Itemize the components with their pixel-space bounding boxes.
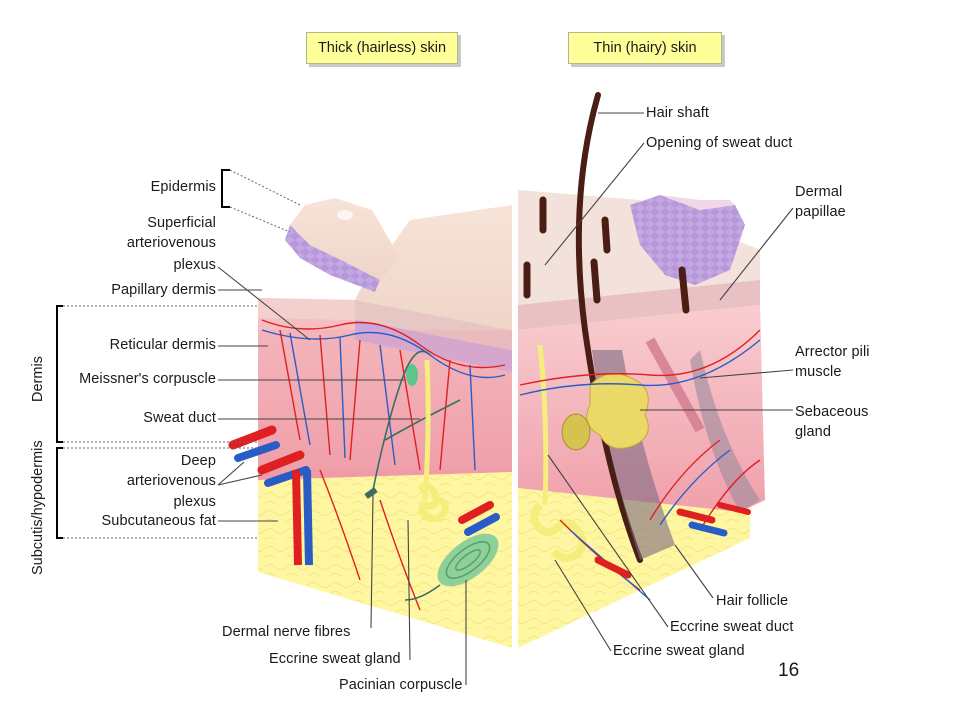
label-superficial-1: Superficial: [147, 215, 216, 231]
meissner-corpuscle: [406, 364, 418, 386]
label-papillary-dermis: Papillary dermis: [111, 282, 216, 298]
label-eccrine-duct: Eccrine sweat duct: [670, 619, 794, 635]
label-deep-2: arteriovenous: [126, 473, 216, 489]
dermal-nerve-fibres: [371, 350, 461, 496]
eccrine-sweat-gland-left: [417, 483, 449, 523]
label-dermal-papillae-2: papillae: [795, 204, 846, 220]
label-arrector-2: muscle: [795, 364, 842, 380]
guide-lines: [63, 169, 301, 539]
epidermis-flap-right: [630, 195, 745, 285]
leader-lines: [217, 112, 794, 685]
thick-skin-header: Thick (hairless) skin: [306, 32, 458, 64]
subcutaneous-fat-layer: [258, 472, 512, 648]
label-eccrine-gland-left: Eccrine sweat gland: [269, 651, 401, 667]
dermis-side-label: Dermis: [30, 356, 46, 402]
label-sweat-duct: Sweat duct: [143, 410, 216, 426]
epidermis-flap: [290, 198, 400, 280]
layer-brackets: [56, 169, 230, 539]
label-superficial-3: plexus: [173, 257, 216, 273]
label-hair-shaft: Hair shaft: [646, 105, 710, 121]
subcutis-side-label: Subcutis/hypodermis: [30, 440, 46, 575]
epidermis-top: [355, 205, 512, 330]
label-subcutaneous-fat: Subcutaneous fat: [101, 513, 216, 529]
label-eccrine-gland-right: Eccrine sweat gland: [613, 643, 745, 659]
label-sebaceous-1: Sebaceous: [795, 404, 869, 420]
thin-skin-block: [518, 92, 765, 648]
arrector-pili-muscle: [645, 337, 705, 433]
label-sebaceous-2: gland: [795, 424, 831, 440]
label-dermal-nerve: Dermal nerve fibres: [222, 624, 351, 640]
label-reticular-dermis: Reticular dermis: [109, 337, 216, 353]
label-sweat-duct-opening: Opening of sweat duct: [646, 135, 793, 151]
eccrine-sweat-gland-right: [530, 502, 587, 563]
page-number: 16: [778, 660, 800, 681]
label-arrector-1: Arrector pili: [795, 344, 870, 360]
superficial-vessels: [261, 319, 506, 611]
label-deep-1: Deep: [180, 453, 216, 469]
thin-skin-header: Thin (hairy) skin: [568, 32, 722, 64]
pacinian-corpuscle: [404, 533, 499, 601]
label-dermal-papillae-1: Dermal: [795, 184, 843, 200]
deep-vessels-right: [594, 502, 751, 579]
thick-skin-block: [228, 198, 512, 648]
label-epidermis: Epidermis: [150, 179, 216, 195]
label-superficial-2: arteriovenous: [126, 235, 216, 251]
hair-shafts: [523, 92, 690, 563]
label-meissner: Meissner's corpuscle: [79, 371, 216, 387]
label-hair-follicle: Hair follicle: [716, 593, 789, 609]
label-pacinian: Pacinian corpuscle: [339, 677, 463, 693]
label-deep-3: plexus: [173, 494, 216, 510]
sebaceous-gland: [561, 373, 649, 451]
